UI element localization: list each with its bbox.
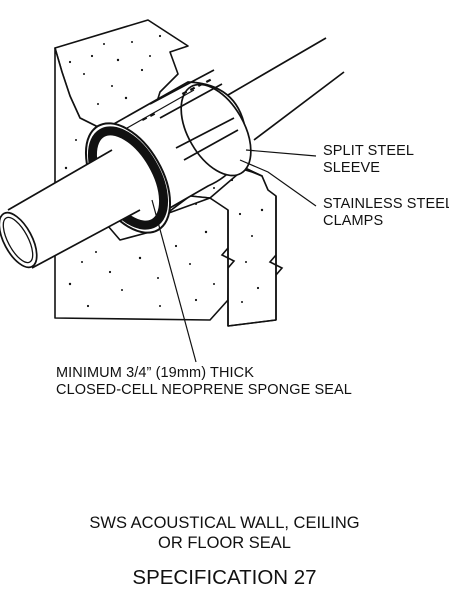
wall-front-face	[165, 167, 277, 327]
label-seal-line1: MINIMUM 3/4” (19mm) THICK	[56, 365, 254, 381]
specification-number: SPECIFICATION 27	[132, 566, 317, 589]
leader-lines	[151, 149, 317, 363]
leader-seal	[151, 199, 197, 363]
concrete-wall	[54, 19, 277, 327]
leader-split-sleeve	[245, 149, 317, 157]
pipe-rear-section	[227, 37, 345, 141]
label-clamps-line1: STAINLESS STEEL	[323, 196, 449, 212]
pipe-front-section	[0, 149, 141, 269]
label-seal-line2: CLOSED-CELL NEOPRENE SPONGE SEAL	[56, 382, 352, 398]
label-clamps-line2: CLAMPS	[323, 213, 383, 229]
caption-title-line2: OR FLOOR SEAL	[158, 534, 291, 552]
caption-title-line1: SWS ACOUSTICAL WALL, CEILING	[89, 514, 360, 532]
clamp-screws	[141, 78, 212, 121]
label-split-steel-line2: SLEEVE	[323, 160, 380, 176]
label-split-steel-line1: SPLIT STEEL	[323, 143, 414, 159]
wall-edges	[220, 196, 284, 327]
leader-clamps	[239, 159, 317, 207]
